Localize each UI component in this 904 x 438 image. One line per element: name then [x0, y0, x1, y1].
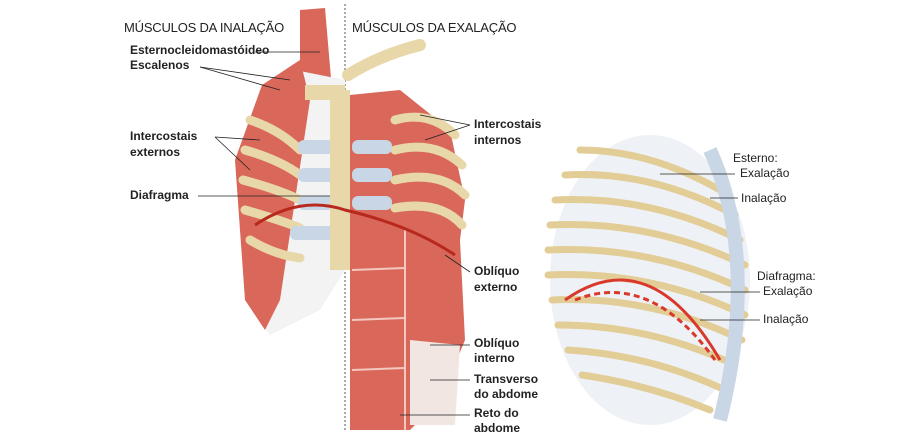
ribcage-lateral [544, 135, 750, 425]
leader-lines [198, 51, 760, 416]
label-int-oblique-1: Oblíquo [474, 336, 520, 350]
label-int-intercostals-1: Intercostais [474, 117, 542, 131]
label-ext-intercostals-2: externos [130, 145, 181, 159]
label-sternum: Esterno: [733, 151, 778, 165]
label-transverse-2: do abdome [474, 387, 539, 401]
label-ext-oblique-1: Oblíquo [474, 264, 520, 278]
label-diaphragm-inhale: Inalação [763, 312, 809, 326]
label-scalenes: Escalenos [130, 58, 190, 72]
label-int-oblique-2: interno [474, 351, 515, 365]
label-rectus-2: abdome [474, 421, 521, 435]
exhalation-torso [342, 39, 470, 430]
inhalation-torso [235, 8, 350, 335]
header-inhalation: MÚSCULOS DA INALAÇÃO [124, 20, 284, 35]
label-sternum-exhale: Exalação [740, 166, 790, 180]
label-transverse-1: Transverso [474, 372, 539, 386]
label-sternocleidomastoid: Esternocleidomastóideo [130, 43, 270, 57]
label-int-intercostals-2: internos [474, 133, 522, 147]
label-ribcage-diaphragm: Diafragma: [757, 269, 816, 283]
diaphragm-curve [254, 203, 456, 257]
label-ext-intercostals-1: Intercostais [130, 129, 198, 143]
label-diaphragm-exhale: Exalação [763, 284, 813, 298]
header-exhalation: MÚSCULOS DA EXALAÇÃO [352, 20, 517, 35]
label-sternum-inhale: Inalação [741, 191, 787, 205]
label-diaphragm: Diafragma [130, 188, 189, 202]
label-rectus-1: Reto do [474, 406, 519, 420]
label-ext-oblique-2: externo [474, 280, 518, 294]
